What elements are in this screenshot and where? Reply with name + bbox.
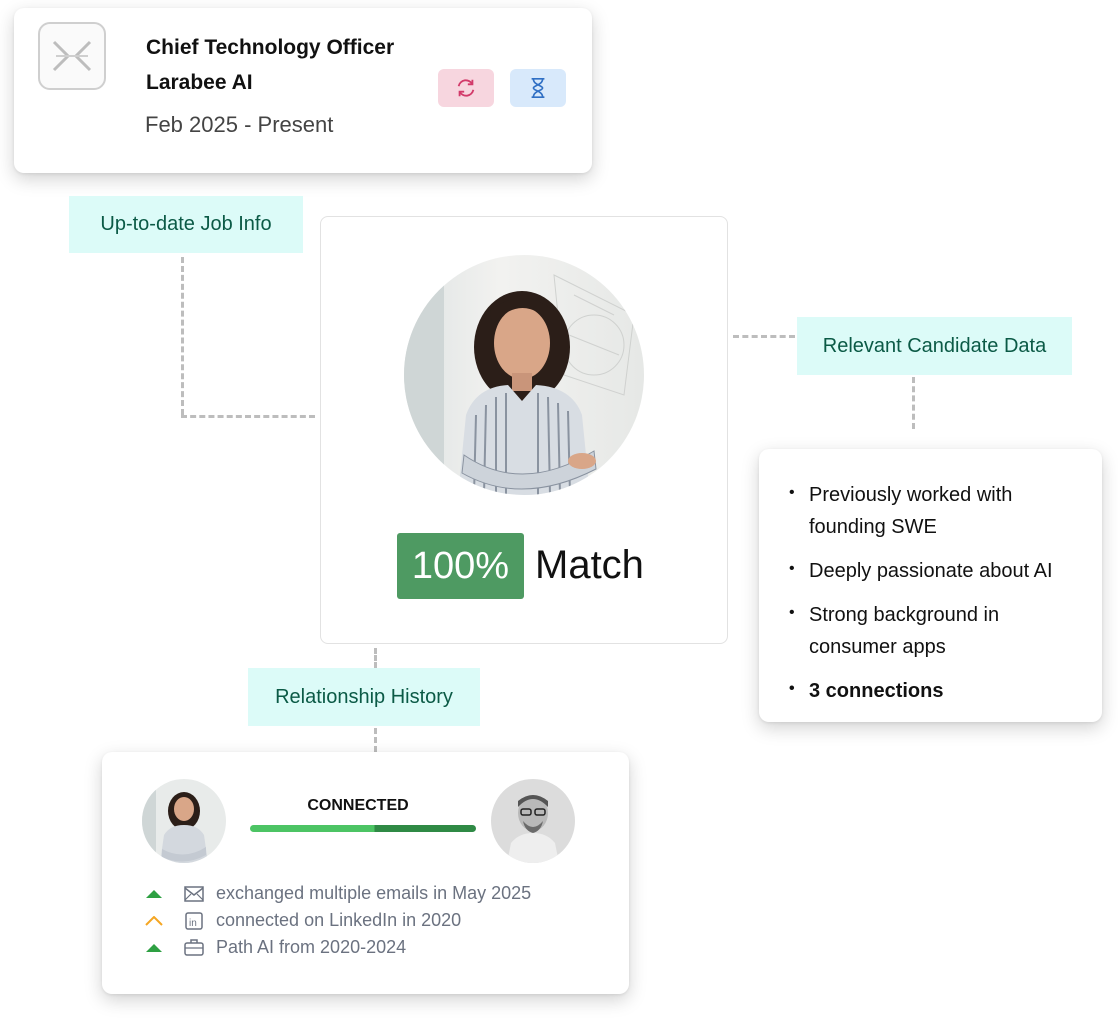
connection-progress-bar [250, 825, 476, 832]
candidate-data-card: Previously worked with founding SWE Deep… [759, 449, 1102, 722]
relationship-event: exchanged multiple emails in May 2025 [142, 883, 531, 904]
match-label: Match [535, 543, 644, 587]
job-card: Chief Technology Officer Larabee AI Feb … [14, 8, 592, 173]
connector-line [181, 257, 184, 415]
hourglass-icon [531, 78, 545, 98]
candidate-avatar [404, 255, 644, 495]
candidate-avatar-small [142, 779, 226, 863]
event-text: Path AI from 2020-2024 [216, 937, 407, 957]
connector-line [374, 648, 377, 668]
candidate-data-list: Previously worked with founding SWE Deep… [789, 477, 1089, 719]
match-percent-badge: 100% [397, 533, 524, 599]
list-item: 3 connections [789, 673, 1089, 707]
trend-up-icon [142, 889, 166, 899]
event-text: exchanged multiple emails in May 2025 [216, 883, 532, 903]
job-title: Chief Technology Officer [146, 36, 395, 59]
connector-line [733, 335, 795, 338]
trend-up-icon [142, 943, 166, 953]
connection-status: CONNECTED [307, 797, 409, 814]
briefcase-icon [182, 939, 206, 956]
mail-icon [182, 885, 206, 902]
company-logo-icon [38, 22, 106, 90]
linkedin-icon: in [182, 911, 206, 930]
connector-line [181, 415, 315, 418]
candidate-card: 100% Match [320, 216, 728, 644]
contact-avatar [491, 779, 575, 863]
event-text: connected on LinkedIn in 2020 [216, 910, 462, 930]
refresh-button[interactable] [438, 69, 494, 107]
job-dates: Feb 2025 - Present [145, 112, 334, 137]
svg-text:in: in [189, 918, 197, 929]
company-name: Larabee AI [146, 71, 253, 94]
pending-button[interactable] [510, 69, 566, 107]
list-item: Deeply passionate about AI [789, 553, 1089, 587]
relationship-card: CONNECTED exchanged multiple emails in M… [102, 752, 629, 994]
list-item: Previously worked with founding SWE [789, 477, 1089, 543]
job-info-label: Up-to-date Job Info [69, 196, 303, 253]
connector-line [912, 377, 915, 429]
relationship-event: in connected on LinkedIn in 2020 [142, 910, 461, 931]
candidate-data-label: Relevant Candidate Data [797, 317, 1072, 375]
list-item: Strong background in consumer apps [789, 597, 1089, 663]
connector-line [374, 728, 377, 752]
relationship-event: Path AI from 2020-2024 [142, 937, 406, 958]
refresh-icon [457, 79, 475, 97]
trend-neutral-icon [142, 915, 166, 926]
progress-fill [250, 825, 476, 832]
relationship-label: Relationship History [248, 668, 480, 726]
